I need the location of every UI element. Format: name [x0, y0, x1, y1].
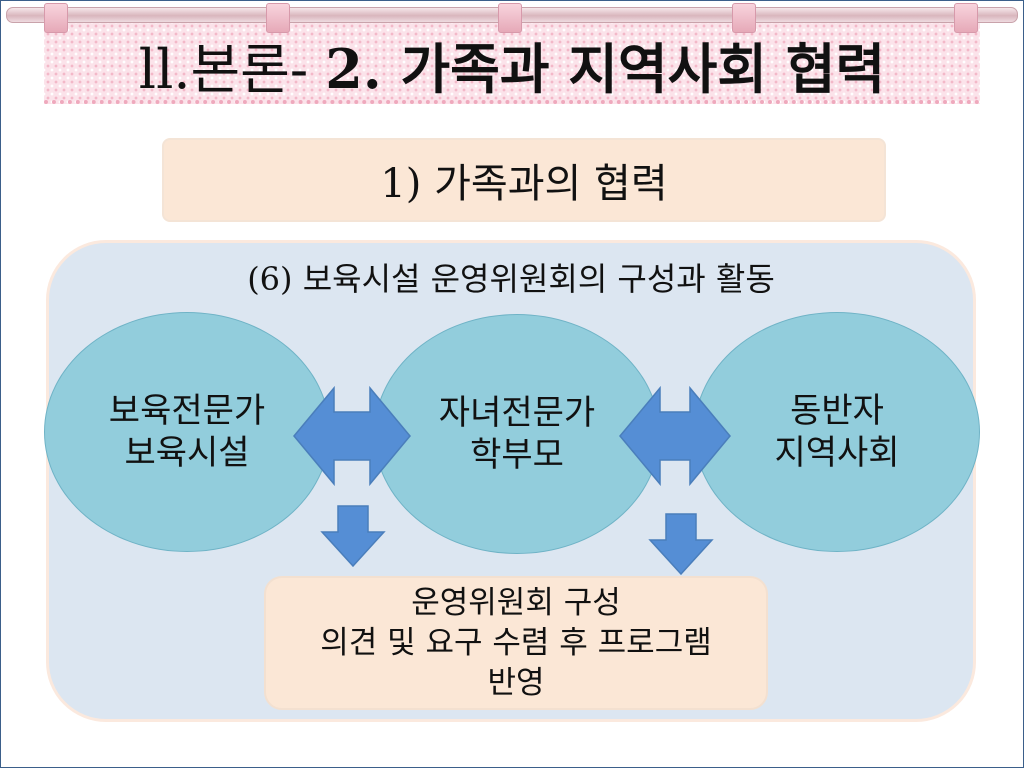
- panel-title: (6) 보육시설 운영위원회의 구성과 활동: [247, 260, 775, 298]
- result-line: 의견 및 요구 수렴 후 프로그램: [320, 625, 712, 661]
- subtitle-box: 1) 가족과의 협력: [162, 138, 886, 222]
- node-line: 학부모: [470, 435, 564, 475]
- title-prefix: ll.본론-: [138, 38, 326, 101]
- node-line: 동반자: [790, 391, 884, 431]
- title-main: 2. 가족과 지역사회 협력: [325, 37, 886, 101]
- result-line: 반영: [487, 665, 545, 701]
- node-line: 보육시설: [124, 433, 250, 473]
- node-child-expert: 자녀전문가 학부모: [374, 314, 660, 554]
- curtain-ring: [732, 3, 756, 33]
- node-line: 보육전문가: [108, 391, 266, 431]
- curtain-decoration: [44, 22, 980, 104]
- node-line: 자녀전문가: [438, 393, 596, 433]
- curtain-ring: [954, 3, 978, 33]
- curtain-ring: [498, 3, 522, 33]
- node-line: 지역사회: [774, 433, 900, 473]
- curtain-ring: [266, 3, 290, 33]
- result-box: 운영위원회 구성 의견 및 요구 수렴 후 프로그램 반영: [264, 576, 768, 710]
- result-line: 운영위원회 구성: [411, 585, 621, 621]
- node-childcare-expert: 보육전문가 보육시설: [44, 312, 330, 552]
- curtain-ring: [44, 3, 68, 33]
- slide-title: ll.본론- 2. 가족과 지역사회 협력: [44, 34, 980, 104]
- subtitle-text: 1) 가족과의 협력: [380, 161, 668, 207]
- node-partner: 동반자 지역사회: [694, 312, 980, 552]
